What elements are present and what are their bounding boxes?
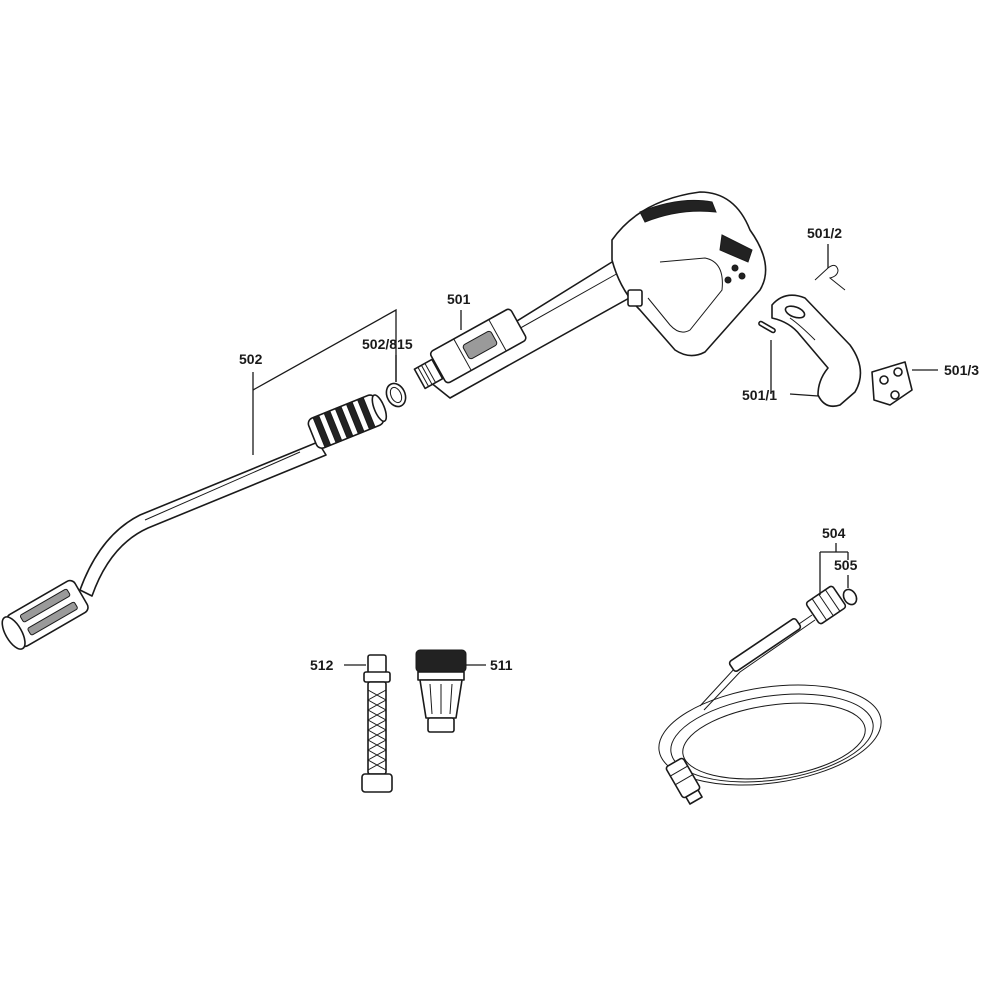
label-502-815: 502/815 <box>362 336 413 352</box>
part-labels: 502 502/815 501 501/2 501/1 501/3 504 50… <box>239 225 979 673</box>
label-501-1: 501/1 <box>742 387 777 403</box>
label-512: 512 <box>310 657 334 673</box>
label-504: 504 <box>822 525 846 541</box>
safety-lock <box>871 361 913 406</box>
inlet-filter-tube <box>361 654 393 793</box>
leader-lines <box>252 244 938 666</box>
lance-assembly <box>1 394 388 650</box>
o-ring <box>385 382 407 408</box>
label-501-2: 501/2 <box>807 225 842 241</box>
trigger <box>771 294 862 408</box>
spray-gun <box>413 191 767 399</box>
label-502: 502 <box>239 351 263 367</box>
spring-clip <box>814 264 846 291</box>
hose-o-ring <box>842 588 858 606</box>
label-501: 501 <box>447 291 471 307</box>
water-inlet-filter <box>415 649 467 733</box>
label-501-3: 501/3 <box>944 362 979 378</box>
trigger-pin <box>758 320 776 334</box>
high-pressure-hose <box>658 585 882 805</box>
label-505: 505 <box>834 557 858 573</box>
label-511: 511 <box>490 657 513 673</box>
